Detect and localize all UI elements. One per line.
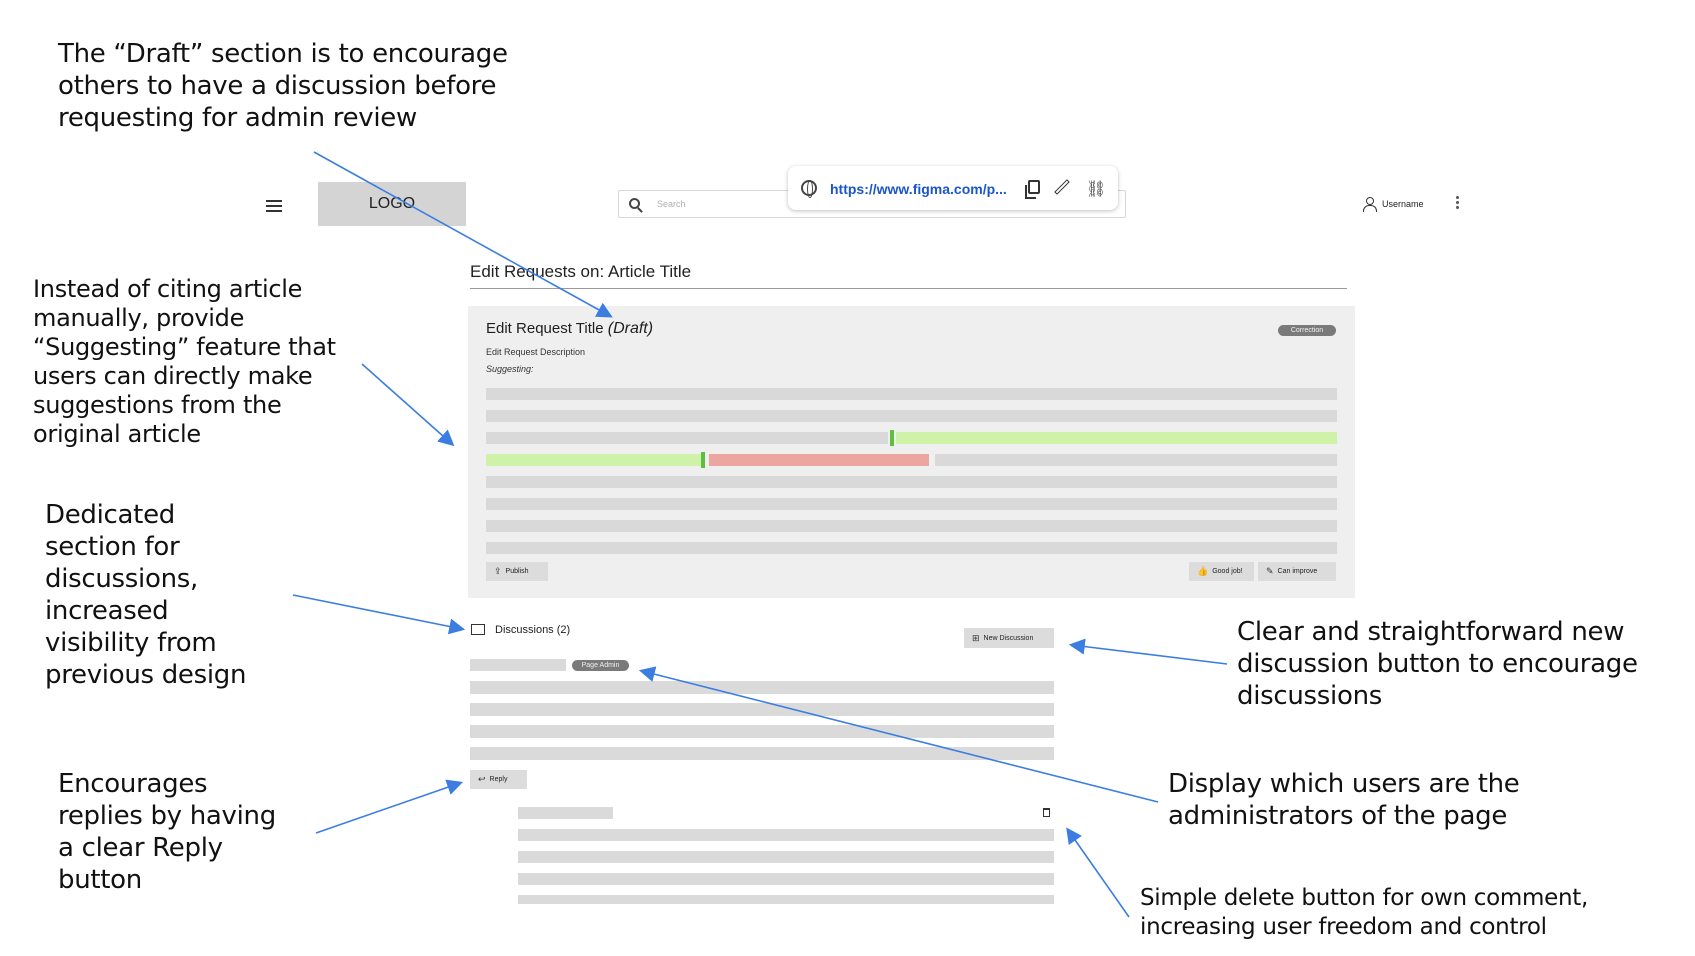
username[interactable]: Username	[1382, 199, 1424, 209]
can-improve-label: Can improve	[1277, 568, 1318, 575]
reply-line	[518, 895, 1054, 904]
new-discussion-button[interactable]: ⊞ New Discussion	[964, 628, 1054, 648]
reply-author-placeholder[interactable]	[518, 807, 613, 819]
arrow-discussions	[292, 594, 466, 635]
suggested-addition	[486, 454, 701, 466]
arrow-draft	[313, 151, 613, 318]
reply-line	[518, 829, 1054, 841]
edit-pencil-icon: ✎	[1266, 566, 1274, 576]
suggesting-label: Suggesting:	[486, 364, 534, 374]
reply-line	[518, 873, 1054, 885]
good-job-label: Good job!	[1212, 568, 1243, 575]
good-job-button[interactable]: 👍 Good job!	[1189, 562, 1254, 581]
logo[interactable]: LOGO	[318, 182, 466, 226]
reply-icon: ↩	[478, 774, 486, 784]
request-status: (Draft)	[607, 320, 654, 337]
search-icon	[629, 198, 640, 209]
comment-line	[470, 725, 1054, 738]
annotation-discussions: Dedicated section for discussions, incre…	[45, 500, 247, 690]
comment-line	[470, 747, 1054, 760]
publish-icon: ⇪	[494, 566, 502, 576]
publish-button[interactable]: ⇪ Publish	[486, 562, 548, 581]
author-name-placeholder[interactable]	[470, 659, 566, 671]
category-badge: Correction	[1278, 325, 1336, 336]
can-improve-button[interactable]: ✎ Can improve	[1258, 562, 1336, 581]
arrow-reply	[315, 779, 464, 834]
arrow-new-discussion	[1068, 638, 1228, 665]
comment-line	[470, 681, 1054, 694]
reply-line	[518, 851, 1054, 863]
reply-label: Reply	[489, 776, 508, 783]
arrow-suggesting	[361, 363, 455, 447]
text-line	[486, 498, 1337, 510]
arrow-admin	[638, 666, 1159, 803]
trash-icon[interactable]	[1043, 808, 1050, 817]
more-options-icon[interactable]	[1456, 196, 1459, 210]
text-line	[486, 520, 1337, 532]
request-title: Edit Request Title (Draft)	[486, 320, 653, 338]
comment-icon	[471, 624, 485, 635]
copy-icon[interactable]	[1025, 180, 1040, 199]
text-line	[486, 542, 1337, 554]
edit-request-card: Edit Request Title (Draft) Correction Ed…	[468, 306, 1355, 598]
annotation-delete: Simple delete button for own comment, in…	[1140, 885, 1588, 940]
annotation-draft: The “Draft” section is to encourage othe…	[58, 39, 508, 133]
thumbs-up-icon: 👍	[1197, 566, 1209, 576]
suggestion-cursor	[701, 452, 705, 468]
globe-icon	[801, 180, 817, 198]
annotation-suggesting: Instead of citing article manually, prov…	[33, 275, 336, 448]
text-line	[486, 432, 888, 444]
annotation-admin: Display which users are the administrato…	[1168, 769, 1520, 831]
reply-button[interactable]: ↩ Reply	[470, 770, 527, 789]
arrow-delete	[1066, 827, 1130, 918]
suggestion-cursor	[890, 430, 894, 446]
suggested-deletion	[709, 454, 929, 466]
publish-label: Publish	[505, 568, 529, 575]
search-placeholder: Search	[657, 199, 686, 209]
text-line	[486, 388, 1337, 400]
annotation-reply: Encourages replies by having a clear Rep…	[58, 769, 276, 895]
link-popover: https://www.figma.com/p... ⛓	[788, 166, 1118, 210]
request-title-text: Edit Request Title	[486, 320, 604, 337]
discussions-heading: Discussions (2)	[495, 624, 571, 636]
page-title: Edit Requests on: Article Title	[470, 262, 692, 281]
new-discussion-label: New Discussion	[983, 634, 1034, 642]
user-icon[interactable]	[1363, 197, 1377, 212]
text-line	[486, 476, 1337, 488]
unlink-icon[interactable]: ⛓	[1086, 181, 1107, 198]
comment-line	[470, 703, 1054, 716]
suggested-addition	[896, 432, 1337, 444]
annotation-new-discussion: Clear and straightforward new discussion…	[1237, 617, 1638, 711]
link-url[interactable]: https://www.figma.com/p...	[830, 181, 1007, 197]
hamburger-menu-icon[interactable]	[266, 200, 282, 212]
add-icon: ⊞	[972, 632, 980, 643]
title-divider	[470, 288, 1347, 289]
text-line	[486, 410, 1337, 422]
request-description: Edit Request Description	[486, 347, 586, 357]
page-admin-badge: Page Admin	[572, 660, 629, 671]
text-line	[935, 454, 1337, 466]
